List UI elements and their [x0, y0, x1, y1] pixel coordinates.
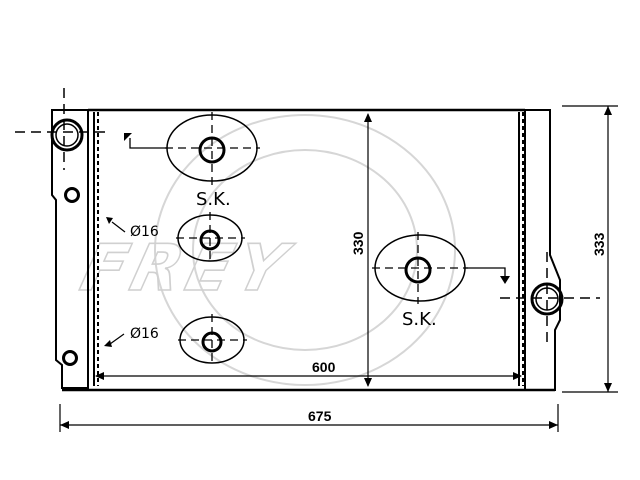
sensor-port-left [129, 112, 260, 186]
dim-label-330: 330 [350, 231, 366, 255]
left-upper-mount [64, 187, 80, 203]
diameter-label-upper: Ø16 [130, 224, 159, 240]
hole-lower [109, 314, 247, 366]
dim-label-675: 675 [308, 408, 332, 424]
right-tank [518, 109, 561, 391]
left-lower-mount [62, 350, 78, 366]
left-pipe-fitting [15, 88, 108, 170]
radiator-core [62, 108, 555, 392]
dim-label-333: 333 [591, 232, 607, 256]
sk-label-right: S.K. [402, 309, 437, 330]
frey-watermark: FREY [73, 114, 456, 386]
sensor-arrow-right [500, 276, 510, 284]
dim-overall-width [59, 404, 559, 432]
dim-overall-height [562, 105, 618, 393]
right-pipe-fitting [500, 252, 600, 345]
hole-upper [111, 212, 245, 264]
left-tank [51, 109, 99, 389]
watermark-brand: FREY [74, 232, 299, 306]
leader-arrow-lower [104, 340, 112, 347]
leader-arrow-upper [106, 217, 113, 224]
dim-label-600: 600 [312, 359, 336, 375]
sensor-port-right [372, 232, 506, 304]
sensor-arrow-left [124, 133, 132, 141]
sk-label-left: S.K. [196, 189, 231, 210]
dim-core-height [364, 113, 372, 387]
diameter-label-lower: Ø16 [130, 326, 159, 342]
dim-core-width [95, 372, 522, 380]
